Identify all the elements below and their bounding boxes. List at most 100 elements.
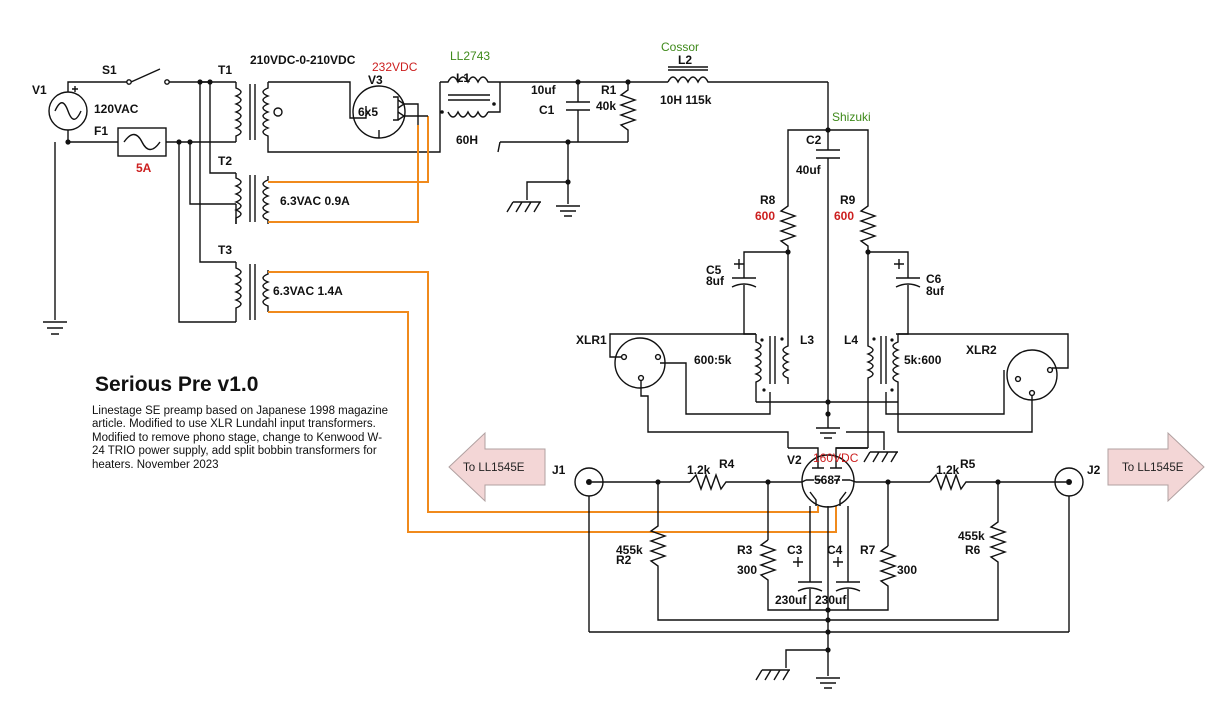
c1-capacitor (566, 82, 590, 142)
t2-value: 6.3VAC 0.9A (280, 194, 350, 208)
l4-input-transformer (866, 334, 900, 402)
heater-wire-t2-a (268, 116, 429, 183)
c3-value: 230uf (775, 593, 807, 607)
xlr1-connector (609, 333, 789, 448)
v2-value: 5687 (814, 473, 841, 487)
v3-note: 232VDC (372, 60, 418, 74)
c2-brand: Shizuki (832, 110, 871, 124)
r9-ref: R9 (840, 193, 856, 207)
l1-ref: L1 (456, 71, 470, 85)
r6-ref: R6 (965, 543, 981, 557)
s1-ref: S1 (102, 63, 117, 77)
l1-brand: LL2743 (450, 49, 490, 63)
heater-wire-t2-b (268, 125, 419, 223)
r3-value: 300 (737, 563, 757, 577)
j2-ref: J2 (1087, 463, 1101, 477)
j2-rca-jack (1054, 467, 1084, 632)
v1-value: 120VAC (94, 102, 139, 116)
schematic-description: Linestage SE preamp based on Japanese 19… (92, 405, 392, 472)
r4-resistor (689, 472, 768, 492)
xlr1-ref: XLR1 (576, 333, 607, 347)
c3-capacitor (793, 557, 823, 610)
v1-ref: V1 (32, 83, 47, 97)
ground-symbol-mains (43, 321, 67, 335)
ground-symbol-input (816, 427, 840, 439)
c2-value: 40uf (796, 163, 822, 177)
c6-capacitor (894, 259, 921, 335)
r7-value: 300 (897, 563, 917, 577)
l3-input-transformer (754, 334, 790, 402)
ground-symbol-output (816, 677, 840, 689)
c2-ref: C2 (806, 133, 822, 147)
description-line-2: Modified to remove phono stage, change t… (92, 431, 383, 471)
s1-switch (112, 68, 210, 85)
description-line-1: Linestage SE preamp based on Japanese 19… (92, 405, 389, 431)
r8-resistor (778, 200, 798, 252)
r1-value: 40k (596, 99, 616, 113)
r5-ref: R5 (960, 457, 976, 471)
r8-value: 600 (755, 209, 775, 223)
c2-capacitor (816, 130, 840, 400)
c6-value: 8uf (926, 284, 945, 298)
c3-ref: C3 (787, 543, 803, 557)
l2-ref: L2 (678, 53, 692, 67)
t3-value: 6.3VAC 1.4A (273, 284, 343, 298)
f1-fuse (117, 127, 200, 157)
j1-ref: J1 (552, 463, 566, 477)
t2-transformer (234, 173, 270, 224)
r5-value: 1.2k (936, 463, 960, 477)
r2-ref: R2 (616, 553, 632, 567)
xlr2-ref: XLR2 (966, 343, 997, 357)
r6-resistor (828, 482, 1008, 621)
v2-ref: V2 (787, 453, 802, 467)
r1-ref: R1 (601, 83, 617, 97)
c5-ref: C5 (706, 263, 722, 277)
r9-value: 600 (834, 209, 854, 223)
r4-value: 1.2k (687, 463, 711, 477)
l4-ref: L4 (844, 333, 858, 347)
heater-wire-t3-a (268, 271, 819, 513)
wire-mains-hot (67, 81, 112, 92)
v2-note: 160VDC (813, 451, 859, 465)
r9-resistor (858, 200, 878, 252)
output-label-left: To LL1545E (463, 462, 525, 474)
schematic-title: Serious Pre v1.0 (95, 373, 258, 396)
r5-resistor (929, 472, 1066, 492)
v2-dual-triode-tube (768, 447, 888, 508)
r7-resistor (828, 545, 898, 611)
heater-wire-t3-b (268, 311, 837, 533)
f1-ref: F1 (94, 124, 108, 138)
t1-ref: T1 (218, 63, 232, 77)
j1-rca-jack (574, 467, 604, 632)
r2-value: 455k (616, 543, 643, 557)
chassis-ground-symbol-output (755, 669, 790, 681)
r8-ref: R8 (760, 193, 776, 207)
c4-value: 230uf (815, 593, 847, 607)
output-arrow-left (448, 431, 546, 503)
output-label-right: To LL1545E (1122, 462, 1184, 474)
r1-resistor (618, 82, 638, 142)
v3-value: 6x5 (358, 105, 378, 119)
v1-ac-source (48, 86, 88, 131)
c1-ref: C1 (539, 103, 555, 117)
l4-value: 5k:600 (904, 353, 942, 367)
l2-brand: Cossor (661, 40, 699, 54)
l3-value: 600:5k (694, 353, 732, 367)
l3-ref: L3 (800, 333, 814, 347)
v3-rectifier-tube (349, 85, 428, 139)
l1-value: 60H (456, 133, 478, 147)
chassis-ground-symbol-input (863, 451, 898, 463)
chassis-ground-symbol-psu (506, 201, 541, 213)
r2-resistor (648, 482, 828, 621)
c4-capacitor (833, 557, 861, 610)
output-arrow-right (1107, 431, 1205, 503)
c6-ref: C6 (926, 272, 942, 286)
v3-ref: V3 (368, 73, 383, 87)
l2-choke (667, 66, 828, 84)
t3-ref: T3 (218, 243, 232, 257)
r7-ref: R7 (860, 543, 876, 557)
c5-value: 8uf (706, 274, 725, 288)
t1-transformer (234, 81, 441, 153)
